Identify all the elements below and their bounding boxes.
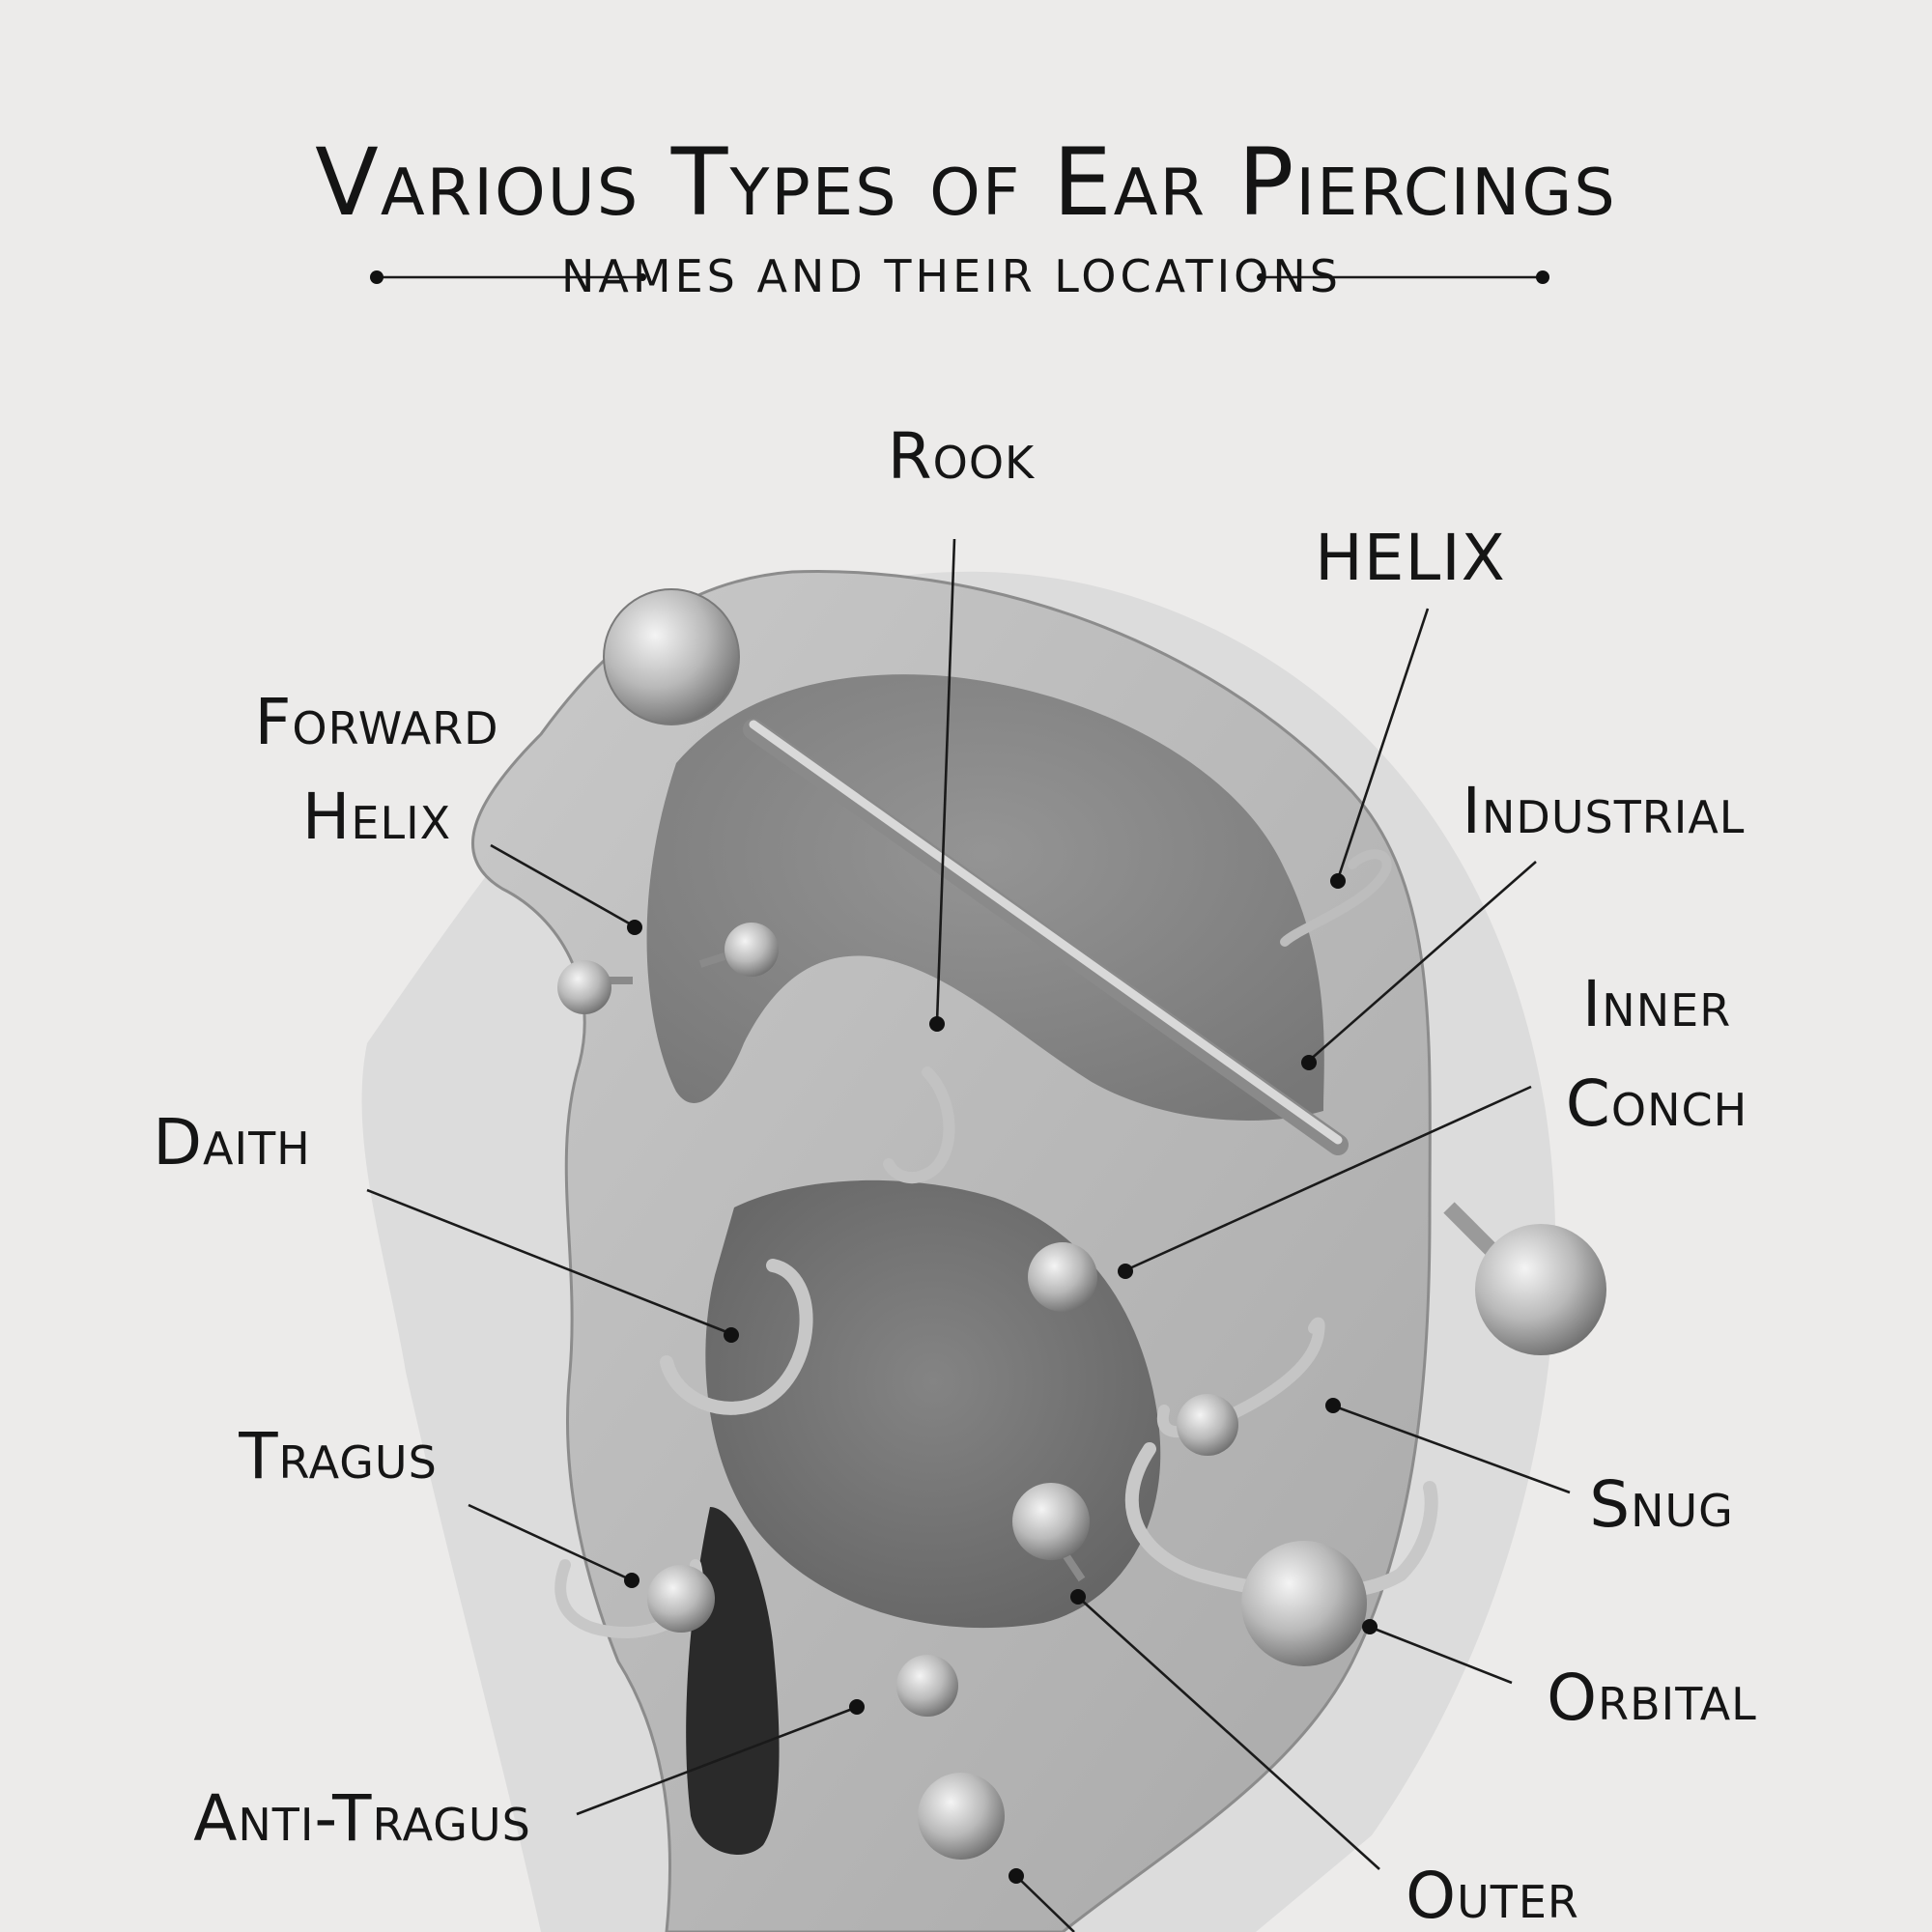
label-industrial: Industrial — [1463, 774, 1746, 848]
label-daith: Daith — [153, 1105, 311, 1179]
label-rook: Rook — [888, 419, 1036, 494]
label-outer: Outer — [1406, 1859, 1579, 1932]
subtitle-rule — [370, 270, 1549, 284]
label-forward-helix-line2: Helix — [302, 780, 451, 854]
page-subtitle: NAMES AND THEIR LOCATIONS — [561, 250, 1342, 302]
label-tragus: Tragus — [238, 1419, 438, 1493]
label-forward-helix-line1: Forward — [254, 685, 498, 759]
industrial-barbell — [743, 719, 1349, 1155]
label-orbital: Orbital — [1547, 1661, 1757, 1735]
label-anti-tragus: Anti-Tragus — [193, 1781, 531, 1856]
label-helix: HELIX — [1315, 521, 1506, 595]
leader-lines — [366, 538, 1571, 1932]
label-inner-conch-line2: Conch — [1566, 1066, 1747, 1141]
page-title: Various Types of Ear Piercings — [315, 128, 1617, 237]
jewelry — [554, 588, 1606, 1860]
label-snug: Snug — [1589, 1467, 1734, 1542]
label-inner-conch-line1: Inner — [1582, 967, 1731, 1041]
